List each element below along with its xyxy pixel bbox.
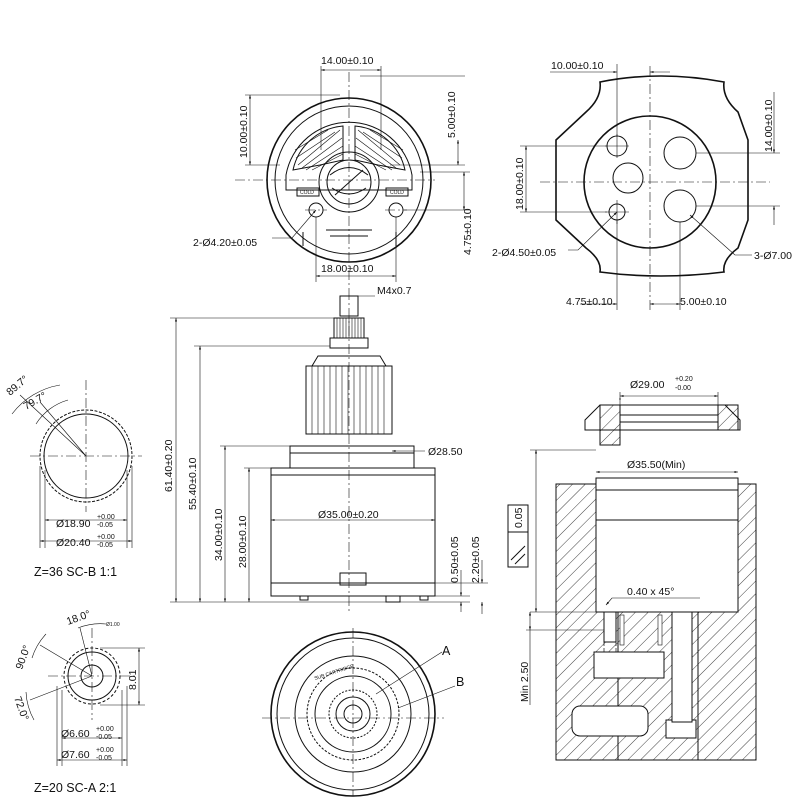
dia-major-tol-low: -0.05 [97,542,113,549]
dim-cap-dia: Ø28.50 [428,446,463,458]
dim-bore: Ø35.50(Min) [627,459,685,471]
dim-height-right: 14.00±0.10 [763,99,775,152]
dim-height-left-r: 18.00±0.10 [514,157,526,210]
dim-thread: M4x0.7 [377,285,412,297]
spline-large-caption: Z=36 SC-B 1:1 [34,565,117,579]
dia-minor: Ø18.90 [56,518,91,530]
dim-holes-small: 2-Ø4.50±0.05 [492,247,556,259]
dim-flatness: 0.05 [513,507,525,528]
top-left-view: COLD COLD 14.00±0.10 10.00±0.10 5.00±0.1… [193,55,474,290]
dia-inner-tol-low: -0.05 [96,734,112,741]
bottom-view: SUB CARTRIDGE A B [262,628,464,797]
dim-width-bottom: 18.00±0.10 [321,263,374,275]
dim-seal2: 2.20±0.05 [470,536,482,583]
dim-top-dia-tol-up: +0.20 [675,376,693,383]
svg-text:COLD: COLD [300,190,314,196]
dim-offset-bottom-left: 4.75±0.10 [566,296,613,308]
dim-holes: 2-Ø4.20±0.05 [193,237,257,249]
angle-outer: 89.7° [4,373,31,398]
dia-outer-tol-low: -0.05 [96,755,112,762]
dim-body-height: 34.00±0.10 [213,508,225,561]
dim-offset-right: 5.00±0.10 [446,91,458,138]
svg-text:COLD: COLD [390,190,404,196]
side-view: M4x0.7 Ø28.50 Ø35.00±0.20 61.40±0.20 55.… [163,285,488,614]
top-right-view: 10.00±0.10 14.00±0.10 18.00±0.10 2-Ø4.50… [492,60,792,310]
dim-total-height: 61.40±0.20 [163,439,175,492]
dim-top-dia: Ø29.00 [630,379,665,391]
dia-outer-tol-up: +0.00 [96,747,114,754]
dia-inner-tol-up: +0.00 [96,726,114,733]
spline-small-detail: 18.0° 90.0° 72.0° Ø1.00 8.01 Ø6.60 +0.00… [11,608,145,795]
dim-seal1: 0.50±0.05 [449,536,461,583]
angle-bottom: 72.0° [11,695,31,722]
dia-major: Ø20.40 [56,537,91,549]
dia-inner: Ø6.60 [61,728,90,740]
dim-offset-bottom: 4.75±0.10 [462,208,474,255]
dim-depth-min: Min 2.50 [519,662,531,702]
radius-note: Ø1.00 [106,622,120,628]
dim-holes-large: 3-Ø7.00 [754,250,792,262]
dim-offset-top: 10.00±0.10 [551,60,604,72]
dim-body-dia: Ø35.00±0.20 [318,509,379,521]
dim-offset-bottom-right: 5.00±0.10 [680,296,727,308]
dia-minor-tol-low: -0.05 [97,522,113,529]
dim-chamfer: 0.40 x 45° [627,586,674,598]
label-b: B [456,675,464,689]
section-view: Ø29.00 +0.20 -0.00 Ø35.50(Min) 0.05 [507,376,757,761]
dim-stem-height: 55.40±0.10 [187,457,199,510]
dim-height-left: 10.00±0.10 [238,105,250,158]
spline-height: 8.01 [127,669,139,690]
dia-major-tol-up: +0.00 [97,534,115,541]
label-a: A [442,644,451,658]
dim-top-dia-tol-low: -0.00 [675,385,691,392]
dia-outer: Ø7.60 [61,749,90,761]
spline-small-caption: Z=20 SC-A 2:1 [34,781,116,795]
spline-large-detail: 89.7° 79.7° Ø18.90 +0.00 -0.05 Ø20.40 +0… [4,373,142,579]
dim-base-height: 28.00±0.10 [237,515,249,568]
angle-left: 90.0° [14,644,34,671]
dia-minor-tol-up: +0.00 [97,514,115,521]
dim-width-top: 14.00±0.10 [321,55,374,67]
